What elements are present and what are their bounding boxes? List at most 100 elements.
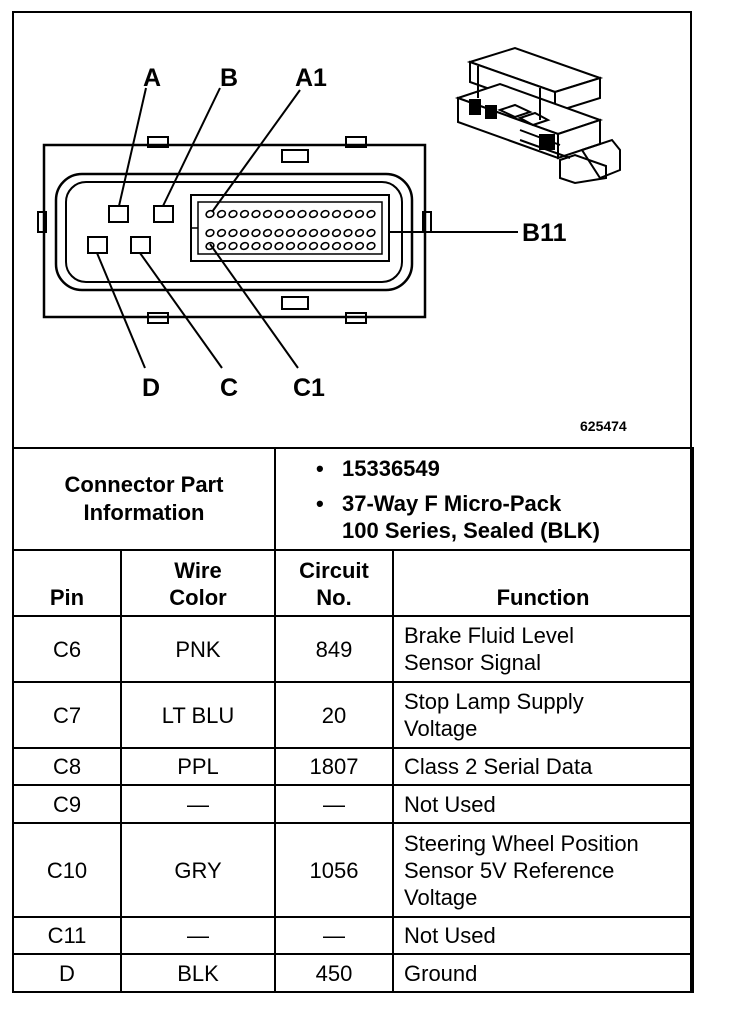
function-cell: Not Used [391,916,695,955]
wire-color-cell: PPL [120,747,276,786]
function-line: Ground [404,960,478,986]
header-pin: Pin [12,549,122,617]
label-d: D [142,374,160,402]
function-line: Sensor Signal [404,650,541,675]
micro-pin-cavity [216,241,227,251]
micro-pin-cavity [366,228,376,238]
circuit-cell: — [274,784,394,824]
micro-pin-cavity [331,241,342,251]
micro-pin-cavity [343,228,353,238]
micro-pin-cavity [343,241,353,251]
micro-pin-cavity [251,209,261,219]
label-c1: C1 [293,374,325,402]
micro-pin-cavity [205,209,215,219]
micro-pin-cavity [331,209,342,219]
pin-cell: C6 [12,615,122,683]
wire-color-cell: GRY [120,822,276,918]
circuit-cell: 849 [274,615,394,683]
wire-color-cell: — [120,916,276,955]
function-line: Class 2 Serial Data [404,754,593,779]
micro-pin-cavity [320,209,330,219]
micro-pin-cavity [228,241,238,251]
connector-diagram: A B A1 B11 D C C1 [37,46,621,402]
micro-pin-cavity [228,209,238,219]
micro-pin-cavity [274,228,284,238]
micro-pin-cavity [239,209,250,219]
header-circuit: Circuit No. [274,549,394,617]
function-cell: Class 2 Serial Data [391,747,695,786]
circuit-cell: 1807 [274,747,394,786]
micro-pin-cavity [216,228,227,238]
label-a1: A1 [295,64,327,92]
circuit-cell: — [274,916,394,955]
pin-cell: C7 [12,681,122,749]
micro-pin-cavity [297,209,307,219]
micro-pin-array [205,209,376,251]
micro-pin-cavity [297,241,307,251]
micro-pin-cavity [331,228,342,238]
figure-number: 625474 [580,418,627,434]
label-c: C [220,374,238,402]
function-line: Sensor 5V Reference [404,857,615,883]
micro-pin-cavity [262,228,273,238]
micro-pin-cavity [239,228,250,238]
micro-pin-cavity [274,209,284,219]
micro-pin-cavity [239,241,250,251]
pin-cell: C9 [12,784,122,824]
micro-pin-cavity [297,228,307,238]
micro-pin-cavity [251,228,261,238]
pin-cell: C8 [12,747,122,786]
micro-pin-cavity [354,209,365,219]
micro-pin-cavity [285,228,296,238]
wire-color-cell: BLK [120,953,276,993]
connector-part-number: • 15336549 [316,455,440,481]
label-a: A [143,64,161,92]
connector-info-row: Connector Part Information • 15336549 • … [12,447,695,551]
function-line: Brake Fluid Level [404,623,574,648]
micro-pin-cavity [262,241,273,251]
micro-pin-cavity [366,241,376,251]
connector-pinout-table: Connector Part Information • 15336549 • … [12,447,695,993]
table-row: C11——Not Used [12,916,695,955]
circuit-cell: 20 [274,681,394,749]
label-b: B [220,64,238,92]
function-line: Steering Wheel Position [404,830,639,856]
micro-pin-cavity [228,228,238,238]
wire-color-cell: — [120,784,276,824]
micro-pin-cavity [366,209,376,219]
header-wire-color: Wire Color [120,549,276,617]
micro-pin-cavity [285,209,296,219]
micro-pin-cavity [262,209,273,219]
function-line: Not Used [404,923,496,948]
micro-pin-cavity [205,241,215,251]
micro-pin-cavity [251,241,261,251]
function-line: Stop Lamp Supply [404,689,584,714]
table-header-row: Pin Wire Color Circuit No. Function [12,549,695,617]
function-line: Voltage [404,716,478,741]
circuit-cell: 450 [274,953,394,993]
header-function: Function [391,549,695,617]
micro-pin-cavity [308,209,319,219]
pin-cell: C11 [12,916,122,955]
circuit-cell: 1056 [274,822,394,918]
table-row: C9——Not Used [12,784,695,824]
micro-pin-cavity [308,241,319,251]
connector-info-label: Connector Part Information [12,447,276,551]
function-cell: Not Used [391,784,695,824]
connector-3d-view [454,46,621,185]
micro-pin-cavity [320,228,330,238]
function-line: Not Used [404,791,496,817]
wire-color-cell: PNK [120,615,276,683]
micro-pin-cavity [274,241,284,251]
micro-pin-cavity [354,241,365,251]
pin-cell: D [12,953,122,993]
micro-pin-cavity [343,209,353,219]
leader-lines [96,87,518,369]
